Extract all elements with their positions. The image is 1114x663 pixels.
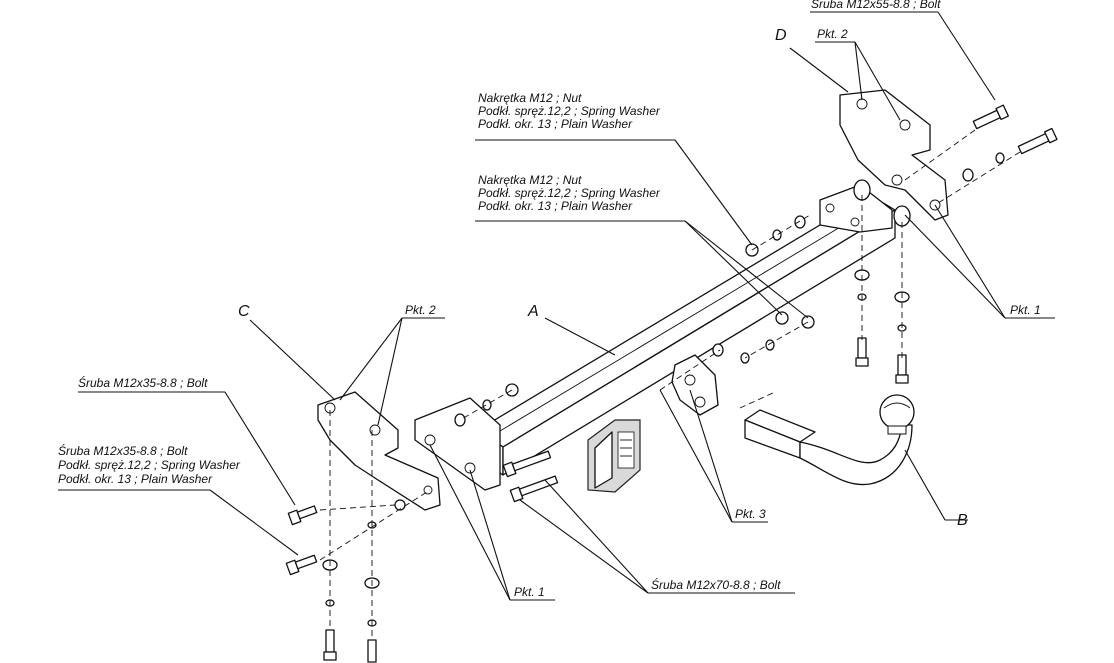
alignment-lines bbox=[319, 129, 1021, 640]
left-end-plate bbox=[414, 397, 501, 491]
bracket-c bbox=[317, 391, 441, 511]
label-letter-a: A bbox=[527, 303, 539, 320]
label-nut-group2-line3: Podkł. okr. 13 ; Plain Washer bbox=[478, 199, 633, 213]
crossbar-a bbox=[477, 194, 896, 476]
label-bolt-left-2-line2: Podkł. spręż.12,2 ; Spring Washer bbox=[58, 458, 241, 472]
label-nut-group2-line2: Podkł. spręż.12,2 ; Spring Washer bbox=[478, 186, 661, 200]
bolts bbox=[285, 104, 1058, 663]
label-bolt-left-1: Śruba M12x35-8.8 ; Bolt bbox=[78, 375, 208, 390]
label-pkt1-right: Pkt. 1 bbox=[1010, 303, 1041, 317]
label-nut-group1-line2: Podkł. spręż.12,2 ; Spring Washer bbox=[478, 104, 661, 118]
label-pkt2-left: Pkt. 2 bbox=[405, 303, 436, 317]
ball-hook-b bbox=[744, 394, 915, 486]
label-bolt-left-2-line1: Śruba M12x35-8.8 ; Bolt bbox=[58, 443, 188, 458]
bracket-d bbox=[839, 89, 949, 227]
label-bolt-bottom: Śruba M12x70-8.8 ; Bolt bbox=[651, 577, 781, 592]
center-mount-plate bbox=[671, 354, 719, 416]
socket-bracket bbox=[587, 419, 641, 493]
label-letter-c: C bbox=[238, 303, 250, 320]
label-pkt1-bottom: Pkt. 1 bbox=[514, 585, 545, 599]
label-pkt3: Pkt. 3 bbox=[735, 507, 766, 521]
label-nut-group2-line1: Nakrętka M12 ; Nut bbox=[478, 173, 582, 187]
label-bolt-top: Śruba M12x55-8.8 ; Bolt bbox=[811, 0, 941, 11]
label-nut-group1-line3: Podkł. okr. 13 ; Plain Washer bbox=[478, 117, 633, 131]
label-letter-b: B bbox=[957, 512, 968, 529]
label-nut-group1-line1: Nakrętka M12 ; Nut bbox=[478, 91, 582, 105]
leader-lines bbox=[58, 11, 1055, 601]
label-pkt2-top: Pkt. 2 bbox=[817, 27, 848, 41]
label-letter-d: D bbox=[775, 27, 787, 44]
label-bolt-left-2-line3: Podkł. okr. 13 ; Plain Washer bbox=[58, 472, 213, 486]
text-labels: Śruba M12x55-8.8 ; Bolt D Pkt. 2 Nakrętk… bbox=[58, 0, 1041, 599]
